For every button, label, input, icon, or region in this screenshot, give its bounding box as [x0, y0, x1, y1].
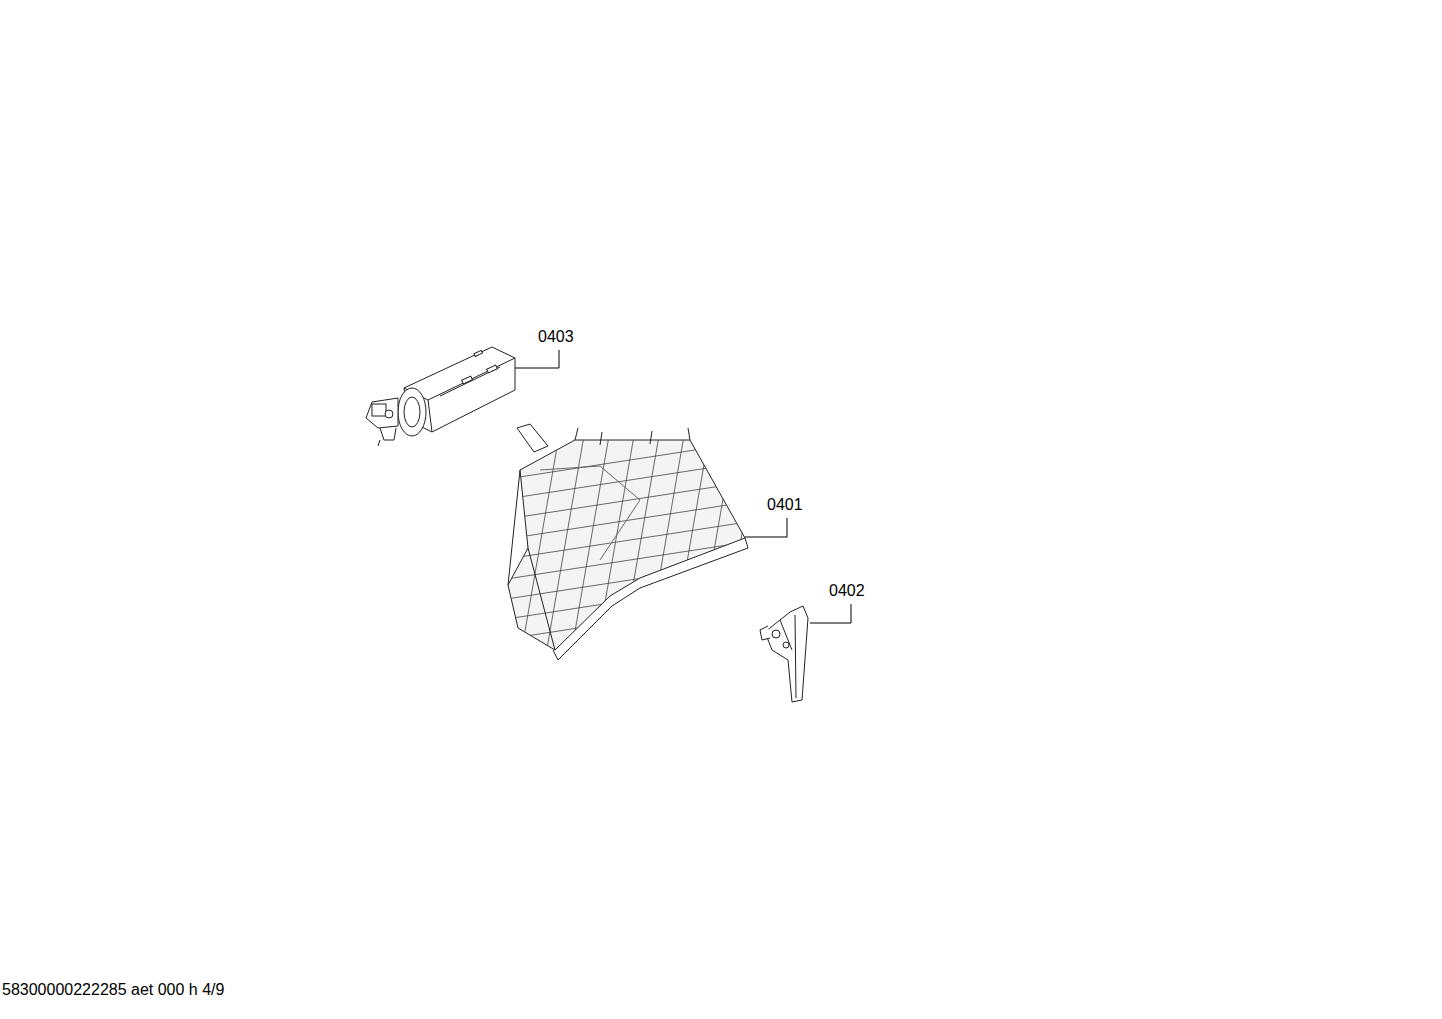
base-frame	[500, 424, 760, 660]
callout-number: 0401	[767, 496, 803, 514]
callout-number: 0403	[538, 328, 574, 346]
callout-number: 0402	[829, 582, 865, 600]
hinge-bracket	[760, 606, 808, 702]
leader-line	[515, 350, 851, 623]
heater-assembly	[366, 347, 515, 446]
drawing-number: 58300000222285 aet 000 h 4/9	[2, 981, 224, 999]
